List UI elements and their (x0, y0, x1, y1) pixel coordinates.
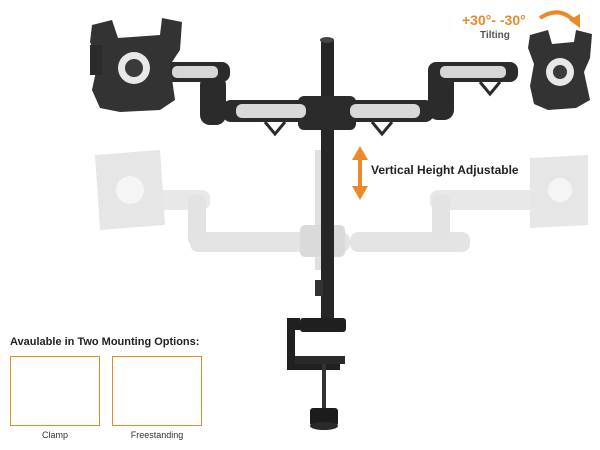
vertical-height-arrow-icon (352, 146, 368, 200)
clamp-option-frame (10, 356, 100, 426)
clamp-base (287, 318, 346, 430)
upper-arms (160, 62, 518, 137)
freestanding-option-frame (112, 356, 202, 426)
vesa-plate-right (528, 30, 592, 110)
freestanding-option-label: Freestanding (130, 430, 184, 440)
vesa-plate-left (90, 18, 182, 112)
tilt-arrow-icon (538, 10, 580, 28)
mounting-options-title: Avaulable in Two Mounting Options: (10, 336, 200, 348)
clamp-option-label: Clamp (41, 430, 68, 440)
height-adjustable-label: Vertical Height Adjustable (371, 163, 519, 177)
tilt-range-label: +30°- -30° (462, 12, 526, 28)
tilting-label: Tilting (480, 30, 510, 41)
